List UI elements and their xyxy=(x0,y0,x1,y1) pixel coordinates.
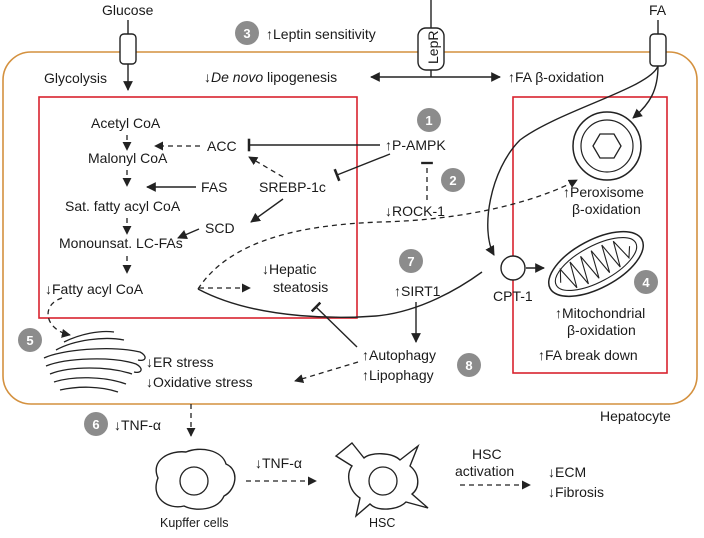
fa-beta-oxidation-label: ↑FA β-oxidation xyxy=(508,69,604,85)
peroxisome-label: ↑Peroxisome xyxy=(563,184,644,200)
er-stress-label: ↓ER stress xyxy=(146,354,214,370)
steatosis-label: steatosis xyxy=(273,279,328,295)
badge-2: 2 xyxy=(441,168,465,192)
lipogenesis-box xyxy=(38,96,358,319)
monounsat-lcfa-label: Monounsat. LC-FAs xyxy=(59,235,183,251)
glucose-transporter xyxy=(119,33,137,65)
cpt1-label: CPT-1 xyxy=(493,288,533,304)
mitochondrial-label: ↑Mitochondrial xyxy=(555,305,645,321)
hsc-activation-label-2: activation xyxy=(455,463,514,479)
badge-6: 6 xyxy=(84,412,108,436)
svg-text:7: 7 xyxy=(407,254,414,269)
hsc-icon xyxy=(334,442,429,518)
fatty-acyl-coa-label: ↓Fatty acyl CoA xyxy=(45,281,144,297)
glycolysis-label: Glycolysis xyxy=(44,70,107,86)
hepatocyte-cell-border xyxy=(2,51,698,405)
glucose-label: Glucose xyxy=(102,2,154,18)
oxidation-box xyxy=(512,96,668,374)
tnf-alpha-label-1: ↓TNF-α xyxy=(114,417,161,433)
badge-8: 8 xyxy=(457,353,481,377)
peroxisome-beta-label: β-oxidation xyxy=(572,201,641,217)
svg-text:8: 8 xyxy=(465,358,472,373)
sirt1-label: ↑SIRT1 xyxy=(394,283,441,299)
sat-fatty-acyl-coa-label: Sat. fatty acyl CoA xyxy=(65,198,181,214)
peroxisome-icon xyxy=(572,111,642,181)
endoplasmic-reticulum-icon xyxy=(43,330,146,393)
svg-text:2: 2 xyxy=(449,173,456,188)
ecm-label: ↓ECM xyxy=(548,464,586,480)
lipophagy-label: ↑Lipophagy xyxy=(362,367,434,383)
p-ampk-label: ↑P-AMPK xyxy=(385,137,446,153)
mitochondrial-beta-label: β-oxidation xyxy=(567,322,636,338)
cpt1-node xyxy=(500,255,526,281)
oxidative-stress-label: ↓Oxidative stress xyxy=(146,374,253,390)
badge-1: 1 xyxy=(417,108,441,132)
lepr-label: LepR xyxy=(425,31,441,64)
srebp-label: SREBP-1c xyxy=(259,179,326,195)
scd-label: SCD xyxy=(205,220,235,236)
mitochondrion-icon xyxy=(547,230,645,298)
svg-text:6: 6 xyxy=(92,417,99,432)
malonyl-coa-label: Malonyl CoA xyxy=(88,150,168,166)
hepatic-label: ↓Hepatic xyxy=(262,261,316,277)
hsc-activation-label-1: HSC xyxy=(472,446,502,462)
fibrosis-label: ↓Fibrosis xyxy=(548,484,604,500)
fas-label: FAS xyxy=(201,179,227,195)
svg-text:4: 4 xyxy=(642,275,650,290)
svg-text:5: 5 xyxy=(26,333,33,348)
fa-transporter xyxy=(649,33,667,67)
kupffer-cell-icon xyxy=(155,448,236,510)
fa-label: FA xyxy=(649,2,667,18)
fa-breakdown-label: ↑FA break down xyxy=(538,347,638,363)
acc-label: ACC xyxy=(207,138,237,154)
badge-4: 4 xyxy=(634,270,658,294)
svg-text:1: 1 xyxy=(425,113,432,128)
badge-5: 5 xyxy=(18,328,42,352)
badge-7: 7 xyxy=(399,249,423,273)
tnf-alpha-label-2: ↓TNF-α xyxy=(255,455,302,471)
hsc-label: HSC xyxy=(369,516,395,530)
hepatocyte-label: Hepatocyte xyxy=(600,408,671,424)
acetyl-coa-label: Acetyl CoA xyxy=(91,115,161,131)
badge-3: 3 xyxy=(235,21,259,45)
svg-text:3: 3 xyxy=(243,26,250,41)
leptin-sensitivity-label: ↑Leptin sensitivity xyxy=(266,26,376,42)
kupffer-cells-label: Kupffer cells xyxy=(160,516,229,530)
autophagy-label: ↑Autophagy xyxy=(362,347,436,363)
rock-1-label: ↓ROCK-1 xyxy=(385,203,445,219)
de-novo-lipogenesis-label: ↓De novo lipogenesis xyxy=(204,69,337,85)
